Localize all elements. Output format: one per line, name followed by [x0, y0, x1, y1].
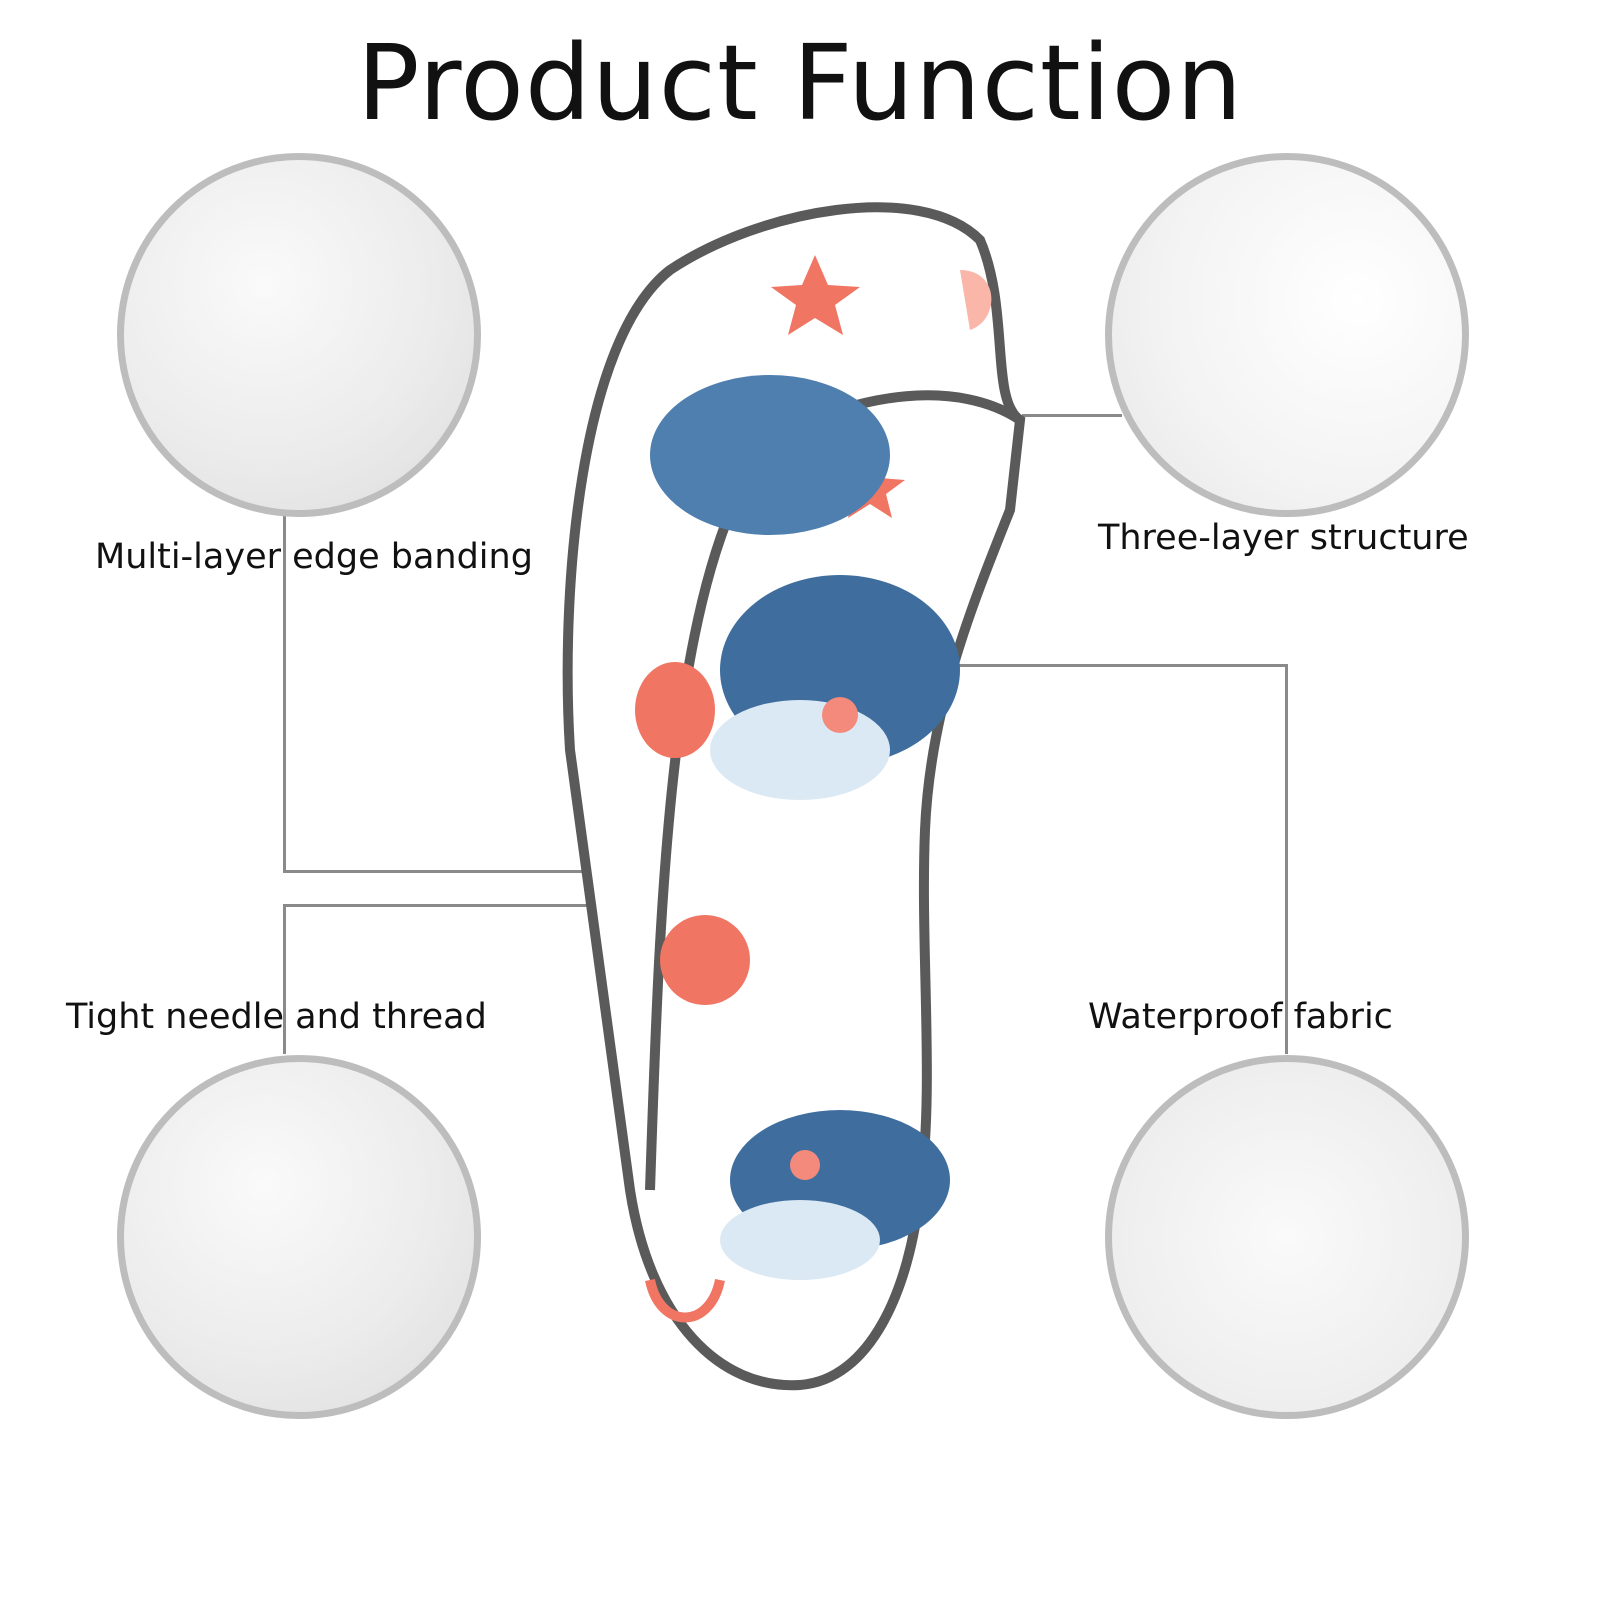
needle-thread-detail-image [117, 1055, 481, 1419]
feature-label-three-layer: Three-layer structure [1098, 518, 1469, 558]
feature-label-needle-thread: Tight needle and thread [66, 997, 487, 1037]
feature-label-waterproof: Waterproof fabric [1088, 997, 1393, 1037]
waterproof-detail-image [1105, 1055, 1469, 1419]
connector-line [900, 664, 1288, 667]
connector-line [1285, 664, 1288, 1054]
connector-line [283, 904, 593, 907]
connector-line [283, 515, 286, 873]
feature-label-edge-banding: Multi-layer edge banding [95, 537, 533, 577]
page-title: Product Function [356, 22, 1244, 144]
edge-banding-detail-image [117, 153, 481, 517]
golf-headcover-image [562, 202, 1026, 1391]
three-layer-detail-image [1105, 153, 1469, 517]
connector-line [283, 870, 593, 873]
connector-line [1022, 414, 1122, 417]
connector-line [283, 904, 286, 1054]
